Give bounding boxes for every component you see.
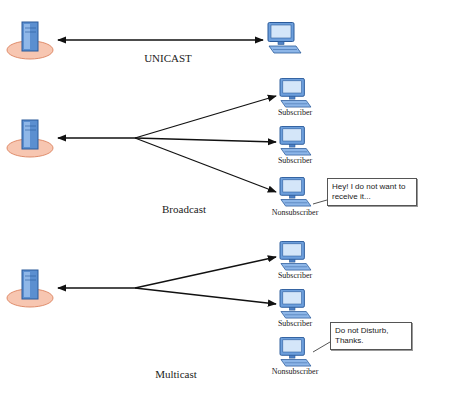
- server-icon: [7, 270, 53, 307]
- broadcast-branch: [135, 138, 276, 192]
- broadcast-trunk: [58, 137, 135, 138]
- unicast-arrow: [58, 39, 263, 40]
- role-label: Nonsubscriber: [272, 368, 319, 376]
- speech-callout: Hey! I do not want to receive it...: [327, 178, 417, 206]
- speech-callout: Do not Disturb, Thanks.: [330, 322, 412, 350]
- computer-icon: [280, 241, 311, 270]
- server-icon: [7, 120, 53, 157]
- role-label: Subscriber: [278, 272, 312, 280]
- multicast-branch: [135, 288, 276, 304]
- computer-icon: [268, 23, 301, 54]
- role-label: Nonsubscriber: [272, 209, 319, 217]
- computer-icon: [280, 289, 311, 318]
- computer-icon: [280, 126, 311, 155]
- callout-text: Do not Disturb, Thanks.: [335, 326, 407, 346]
- callout-pointer: [313, 200, 327, 204]
- broadcast-branch: [135, 96, 276, 138]
- multicast-trunk: [58, 287, 135, 288]
- computer-icon: [280, 337, 311, 366]
- multicast-branch: [135, 257, 276, 288]
- server-icon: [7, 22, 53, 59]
- computer-icon: [280, 177, 311, 206]
- mode-title: Multicast: [155, 369, 197, 380]
- callout-pointer: [313, 342, 330, 352]
- role-label: Subscriber: [278, 157, 312, 165]
- role-label: Subscriber: [278, 320, 312, 328]
- role-label: Subscriber: [278, 109, 312, 117]
- mode-title: Broadcast: [162, 204, 206, 215]
- mode-title: UNICAST: [144, 53, 192, 64]
- callout-text: Hey! I do not want to receive it...: [332, 182, 412, 202]
- computer-icon: [280, 78, 311, 107]
- broadcast-branch: [135, 138, 276, 142]
